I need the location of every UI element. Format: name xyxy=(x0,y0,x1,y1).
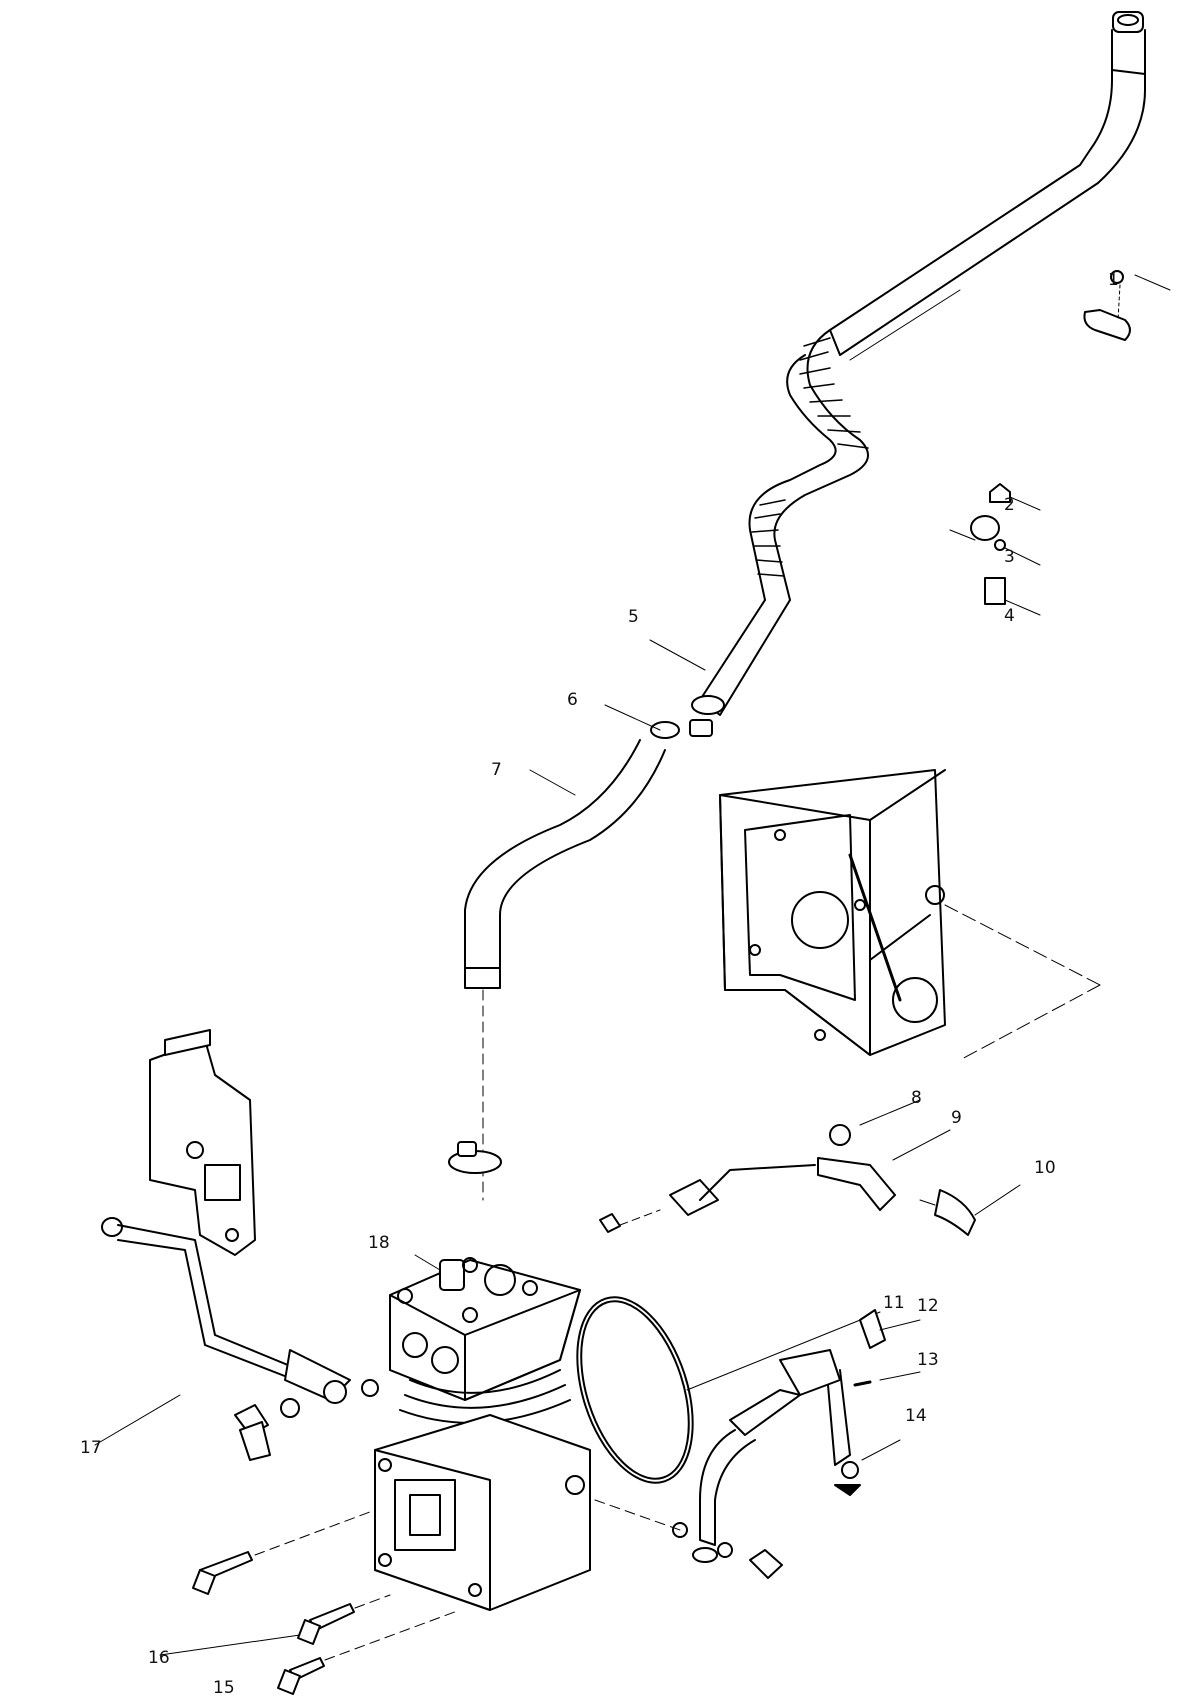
callout-12: 12 xyxy=(917,1296,939,1316)
mounting-bracket-left xyxy=(149,1029,256,1256)
callout-5: 5 xyxy=(628,607,639,627)
hose-clamp-lower xyxy=(448,1141,502,1174)
mounting-bolt-16a xyxy=(192,1509,376,1595)
compressor-body xyxy=(374,1257,591,1611)
callout-3: 3 xyxy=(1004,547,1015,567)
callout-10: 10 xyxy=(1034,1158,1056,1178)
oil-line-assembly xyxy=(692,1309,921,1563)
callout-9: 9 xyxy=(951,1108,962,1128)
callout-8: 8 xyxy=(911,1088,922,1108)
mounting-bolt-15 xyxy=(277,1609,461,1695)
gasket-ring-11 xyxy=(576,1296,881,1484)
callout-13: 13 xyxy=(917,1350,939,1370)
clip-3 xyxy=(949,515,1041,566)
callout-15: 15 xyxy=(213,1678,235,1698)
callout-11: 11 xyxy=(883,1293,905,1313)
callout-7: 7 xyxy=(491,760,502,780)
fittings-bottom xyxy=(594,1499,783,1579)
callout-1: 1 xyxy=(1108,270,1119,290)
callout-6: 6 xyxy=(567,690,578,710)
flex-hose-section xyxy=(748,329,869,601)
bracket-assembly-1 xyxy=(1083,270,1171,341)
spacer-4 xyxy=(984,577,1041,616)
banjo-bolt xyxy=(234,1398,300,1461)
pipe-17 xyxy=(94,1217,379,1446)
timing-cover xyxy=(719,769,1101,1061)
callout-14: 14 xyxy=(905,1406,927,1426)
callout-17: 17 xyxy=(80,1438,102,1458)
callout-18: 18 xyxy=(368,1233,390,1253)
callout-4: 4 xyxy=(1004,606,1015,626)
bolt-2 xyxy=(989,483,1041,511)
callout-16: 16 xyxy=(148,1648,170,1668)
hose-clamp-6 xyxy=(604,695,725,739)
bent-hose-7 xyxy=(464,739,666,1201)
pipe-section-5 xyxy=(649,599,791,716)
callout-2: 2 xyxy=(1004,495,1015,515)
mounting-bolt-16b xyxy=(159,1594,391,1656)
sensor-line-assembly xyxy=(599,1099,1021,1236)
intake-pipe-upper xyxy=(829,11,1146,361)
